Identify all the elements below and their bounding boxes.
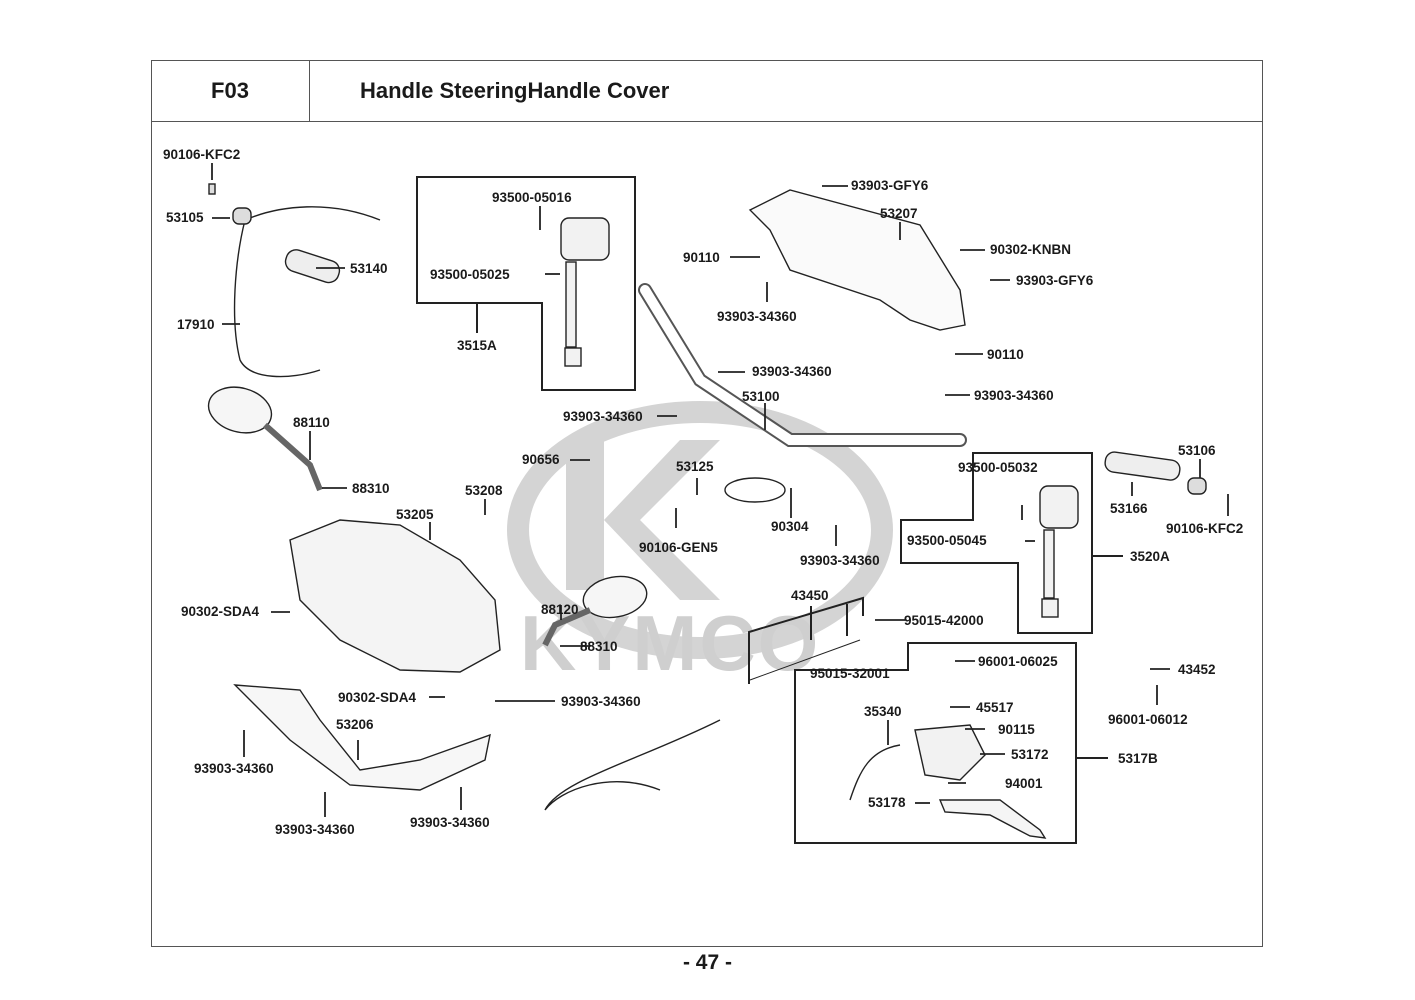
- part-label: 93903-34360: [561, 694, 641, 709]
- part-label: 93903-34360: [800, 553, 880, 568]
- page-number: - 47 -: [682, 951, 732, 974]
- handle-switch-left: [560, 217, 610, 261]
- group-label: 3515A: [457, 338, 497, 353]
- part-label: 90304: [771, 519, 809, 534]
- part-label: 96001-06025: [978, 654, 1058, 669]
- part-label: 93500-05032: [958, 460, 1038, 475]
- watermark-ellipse: [507, 401, 893, 659]
- part-label: 53100: [742, 389, 780, 404]
- throttle-cable-upper: [244, 206, 381, 221]
- part-label: 93903-34360: [752, 364, 832, 379]
- handle-cover-lower: [233, 684, 491, 791]
- part-label: 90110: [683, 250, 720, 265]
- cable-spring-43450: [749, 639, 861, 681]
- group-bracket-43450: [748, 596, 864, 684]
- part-label: 93903-GFY6: [1016, 273, 1094, 288]
- part-label: 93903-34360: [563, 409, 643, 424]
- part-label: 53125: [676, 459, 714, 474]
- part-label: 90115: [998, 722, 1035, 737]
- part-label: 90106-KFC2: [163, 147, 241, 162]
- part-label: 93903-34360: [974, 388, 1054, 403]
- part-label: 96001-06012: [1108, 712, 1188, 727]
- master-cylinder-53172: [914, 724, 986, 781]
- part-label: 93903-34360: [275, 822, 355, 837]
- part-label: 93500-05025: [430, 267, 510, 282]
- part-label: 90106-GEN5: [639, 540, 718, 555]
- group-box-3520A: [900, 452, 1093, 634]
- mirror-right-stem: [542, 607, 592, 647]
- part-label: 93903-34360: [194, 761, 274, 776]
- part-label: 88120: [541, 602, 579, 617]
- part-label: 90302-SDA4: [338, 690, 417, 705]
- part-label: 93500-05016: [492, 190, 572, 205]
- page-frame: [151, 60, 1263, 947]
- part-label: 95015-42000: [904, 613, 984, 628]
- switch-wire-left: [565, 261, 577, 348]
- throttle-cable: [233, 219, 321, 378]
- mirror-left-stem: [263, 422, 323, 492]
- switch-connector-right: [1041, 598, 1059, 618]
- part-label: 93903-34360: [717, 309, 797, 324]
- part-label: 90302-KNBN: [990, 242, 1072, 257]
- handle-cover-rear: [748, 189, 966, 331]
- mirror-right: [582, 575, 648, 619]
- brake-cable: [544, 719, 721, 811]
- end-cap-53106: [1187, 477, 1207, 495]
- part-label: 90302-SDA4: [181, 604, 260, 619]
- part-label: 90110: [987, 347, 1024, 362]
- part-label: 53208: [465, 483, 503, 498]
- group-label: 3520A: [1130, 549, 1170, 564]
- brake-switch-35340: [849, 744, 901, 801]
- part-label: 95015-32001: [810, 666, 890, 681]
- watermark-text: KYMCO: [520, 599, 821, 687]
- switch-connector-left: [564, 347, 582, 367]
- part-label: 94001: [1005, 776, 1043, 791]
- handle-cover-front: [289, 519, 501, 673]
- part-label: 93903-34360: [410, 815, 490, 830]
- part-label: 53106: [1178, 443, 1216, 458]
- switch-wire-right: [1043, 529, 1055, 599]
- part-label: 88110: [293, 415, 330, 430]
- grip-right: [1104, 451, 1181, 481]
- part-label: 45517: [976, 700, 1014, 715]
- part-label: 53178: [868, 795, 906, 810]
- part-label: 93500-05045: [907, 533, 987, 548]
- part-label: 17910: [177, 317, 215, 332]
- part-label: 35340: [864, 704, 902, 719]
- page-title: Handle SteeringHandle Cover: [360, 78, 670, 103]
- part-label: 53206: [336, 717, 374, 732]
- part-label: 53105: [166, 210, 204, 225]
- part-label: 53172: [1011, 747, 1049, 762]
- part-label: 53140: [350, 261, 388, 276]
- part-label: 53205: [396, 507, 434, 522]
- part-label: 90656: [522, 452, 560, 467]
- screw-90106-kfc2: [208, 183, 216, 195]
- throttle-grip: [284, 249, 341, 284]
- watermark-k-arms: [604, 440, 720, 600]
- part-label: 53166: [1110, 501, 1148, 516]
- part-label: 93903-GFY6: [851, 178, 929, 193]
- group-box-3515A: [416, 176, 636, 391]
- part-label: 88310: [352, 481, 390, 496]
- header-divider: [310, 121, 1263, 122]
- part-label: 90106-KFC2: [1166, 521, 1244, 536]
- group-label: 5317B: [1118, 751, 1158, 766]
- handle-switch-right: [1039, 485, 1079, 529]
- part-label: 88310: [580, 639, 618, 654]
- watermark-k-stem: [566, 440, 604, 590]
- section-code: F03: [151, 60, 310, 122]
- group-label: 43450: [791, 588, 829, 603]
- end-cap-53105: [232, 207, 252, 225]
- handlebar-clamp: [724, 477, 786, 503]
- part-label: 53207: [880, 206, 918, 221]
- mirror-left: [207, 386, 273, 434]
- group-box-5317B: [794, 642, 1077, 844]
- leader-lines: [211, 163, 1229, 817]
- part-label: 43452: [1178, 662, 1216, 677]
- brake-lever-53178: [938, 799, 1047, 839]
